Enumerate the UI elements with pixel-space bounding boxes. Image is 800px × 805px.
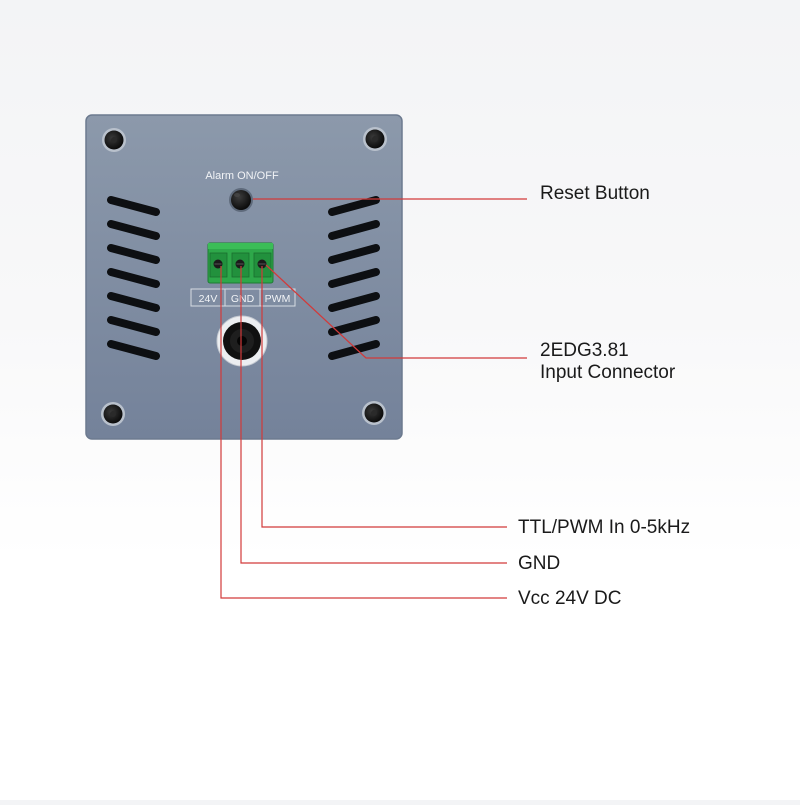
vent-slot-right xyxy=(328,244,380,264)
gnd-leader xyxy=(240,266,507,564)
pin-label-pwm: PWM xyxy=(265,293,291,305)
vent-slot-left xyxy=(107,316,160,336)
vcc-callout: Vcc 24V DC xyxy=(518,588,622,609)
vent-slot-left xyxy=(107,268,160,288)
vent-slot-left xyxy=(107,196,160,216)
alarm-label: Alarm ON/OFF xyxy=(205,170,279,182)
vent-slot-left xyxy=(107,340,160,360)
vent-slot-left xyxy=(107,244,160,264)
vent-slot-right xyxy=(328,292,380,312)
vent-slot-right xyxy=(328,340,380,360)
connector-callout-line1: 2EDG3.81 xyxy=(540,340,629,361)
pin-labels: 24V GND PWM xyxy=(190,288,296,307)
dc-jack[interactable] xyxy=(216,315,268,367)
terminal-screw-1-icon xyxy=(213,259,223,269)
connector-leader xyxy=(265,264,527,359)
vent-slot-right xyxy=(328,220,380,240)
vent-slot-right xyxy=(328,268,380,288)
vcc-leader xyxy=(220,266,507,599)
screw-top-right-icon xyxy=(363,127,387,151)
connector-callout-line2: Input Connector xyxy=(540,362,676,383)
terminal-block-connector[interactable] xyxy=(207,242,274,284)
gnd-callout: GND xyxy=(518,553,561,574)
ttl-pwm-callout: TTL/PWM In 0-5kHz xyxy=(518,517,691,538)
terminal-screw-3-icon xyxy=(257,259,267,269)
reset-button-callout: Reset Button xyxy=(540,183,650,204)
pin-label-gnd: GND xyxy=(231,293,255,305)
pin-label-24v: 24V xyxy=(199,293,218,305)
screw-top-left-icon xyxy=(102,128,126,152)
corner-screws xyxy=(101,127,387,426)
vent-slot-right xyxy=(328,316,380,336)
vent-slot-left xyxy=(107,220,160,240)
reset-button-knob[interactable] xyxy=(229,188,253,212)
vent-slot-left xyxy=(107,292,160,312)
leader-lines xyxy=(220,198,527,599)
terminal-screw-2-icon xyxy=(235,259,245,269)
screw-bottom-left-icon xyxy=(101,402,125,426)
vent-slot-right xyxy=(328,196,380,216)
screw-bottom-right-icon xyxy=(362,401,386,425)
ttl-pwm-leader xyxy=(261,266,507,528)
vent-slots-right xyxy=(328,196,380,360)
vent-slots-left xyxy=(107,196,160,360)
